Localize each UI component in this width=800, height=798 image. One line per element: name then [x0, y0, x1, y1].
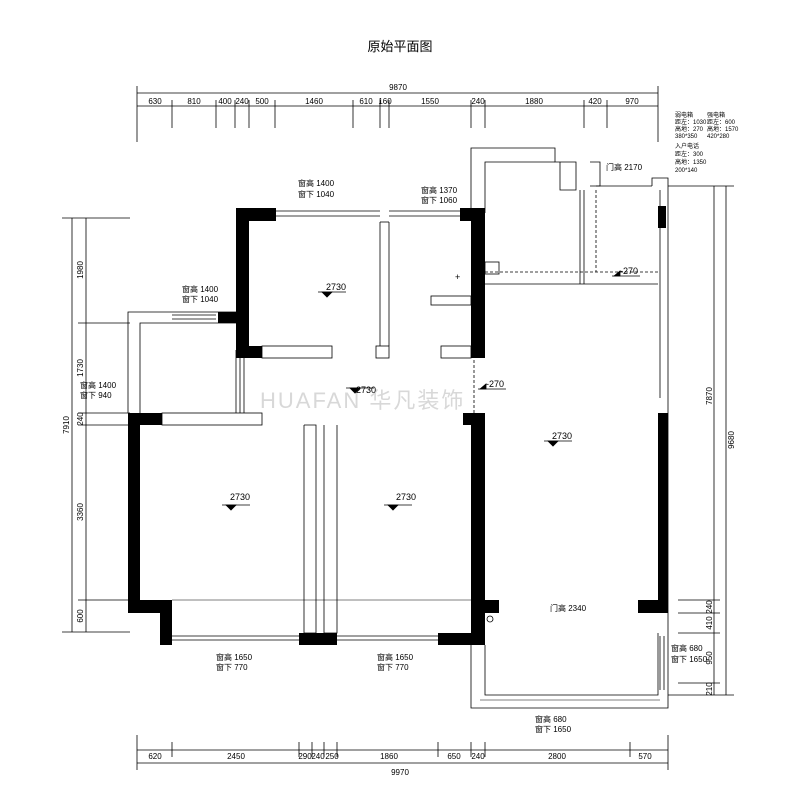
dim-label: 410	[705, 616, 714, 630]
dim-label: 600	[76, 609, 85, 623]
dim-label: 290	[298, 752, 312, 761]
top-total-dim: 9870	[389, 83, 407, 92]
dim-label: 240	[76, 412, 85, 426]
note-line: 入户电话	[675, 142, 699, 150]
height-mark	[612, 270, 640, 277]
window-height: 窗高 1650	[377, 652, 414, 662]
bottom-segment-labels: 620 2450 290 240 250 1860 650 240 2800 5…	[148, 752, 652, 761]
dim-label: 160	[378, 97, 392, 106]
dim-label: 210	[705, 682, 714, 696]
window-height: 窗高 1400	[182, 284, 219, 294]
dim-label: 2450	[227, 752, 245, 761]
ceiling-height: 2730	[552, 431, 572, 441]
ceiling-height: 2730	[326, 282, 346, 292]
dim-label: 810	[187, 97, 201, 106]
dim-label: 1460	[305, 97, 323, 106]
dim-label: 2800	[548, 752, 566, 761]
dim-label: 1550	[421, 97, 439, 106]
dim-label: 3360	[76, 503, 85, 521]
window-sill: 窗下 940	[80, 390, 112, 400]
top-segment-labels: 630 810 400 240 500 1460 610 160 1550 24…	[148, 97, 639, 106]
dim-label: 500	[255, 97, 269, 106]
level-mark: -270	[486, 379, 504, 389]
note-line: 距左：600	[707, 118, 736, 126]
walls	[128, 206, 668, 645]
ceiling-height: 2730	[230, 492, 250, 502]
dim-label: 630	[148, 97, 162, 106]
ceiling-height: 2730	[356, 385, 376, 395]
dim-label: 1860	[380, 752, 398, 761]
right-inner-dim: 7870	[705, 387, 714, 405]
window-sill: 窗下 1650	[671, 654, 708, 664]
note-line: 高地：1570	[707, 125, 739, 133]
height-mark	[544, 440, 572, 447]
dim-label: 240	[235, 97, 249, 106]
ceiling-height: 2730	[396, 492, 416, 502]
dim-label: 240	[705, 600, 714, 614]
note-line: 高地：1350	[675, 158, 707, 166]
window-labels: 窗高 1400 窗下 1040 窗高 1370 窗下 1060 窗高 1400 …	[80, 178, 708, 734]
window-height: 窗高 680	[671, 643, 703, 653]
plan-title: 原始平面图	[367, 39, 433, 54]
height-mark	[318, 291, 346, 298]
door-height: 门高 2340	[550, 603, 587, 613]
window-height: 窗高 1400	[80, 380, 117, 390]
note-line: 200*140	[675, 168, 698, 174]
plus-mark: +	[455, 272, 460, 282]
electrical-notes: 弱电箱 距左：1030 高地：270 380*350 强电箱 距左：600 高地…	[675, 111, 739, 174]
note-line: 380*350	[675, 134, 698, 140]
window-sill: 窗下 770	[216, 662, 248, 672]
window-sill: 窗下 1060	[421, 195, 458, 205]
dim-label: 1730	[76, 359, 85, 377]
note-line: 强电箱	[707, 111, 725, 119]
window-height: 窗高 680	[535, 714, 567, 724]
top-dimension-chain	[136, 86, 659, 142]
bottom-dimension-chain	[136, 735, 669, 770]
left-total-dim: 7910	[62, 416, 71, 434]
dim-label: 620	[148, 752, 162, 761]
dim-label: 970	[625, 97, 639, 106]
dim-label: 240	[471, 97, 485, 106]
dim-label: 570	[638, 752, 652, 761]
left-segment-labels: 1980 1730 240 3360 600	[76, 261, 85, 623]
note-line: 420*280	[707, 134, 730, 140]
window-height: 窗高 1650	[216, 652, 253, 662]
door-height: 门高 2170	[606, 162, 643, 172]
note-line: 弱电箱	[675, 111, 693, 119]
right-segment-labels: 240 410 950 210	[705, 600, 714, 696]
left-dimension-chain	[62, 217, 130, 633]
note-line: 距左：1030	[675, 118, 707, 126]
note-line: 高地：270	[675, 125, 704, 133]
dim-label: 420	[588, 97, 602, 106]
dim-label: 1880	[525, 97, 543, 106]
right-total-dim: 9680	[727, 431, 736, 449]
window-sill: 窗下 1650	[535, 724, 572, 734]
window-sill: 窗下 1040	[182, 294, 219, 304]
thin-outlines	[127, 147, 669, 709]
dim-label: 950	[705, 651, 714, 665]
level-mark: -270	[620, 266, 638, 276]
window-height: 窗高 1370	[421, 185, 458, 195]
height-mark	[346, 387, 374, 394]
dim-label: 1980	[76, 261, 85, 279]
dim-label: 400	[218, 97, 232, 106]
watermark: HUAFAN 华凡装饰	[260, 388, 465, 413]
ceiling-height-marks	[222, 270, 640, 511]
height-mark	[222, 504, 250, 511]
window-sill: 窗下 1040	[298, 189, 335, 199]
height-mark	[478, 383, 506, 390]
bottom-total-dim: 9970	[391, 768, 409, 777]
dim-label: 610	[359, 97, 373, 106]
window-height: 窗高 1400	[298, 178, 335, 188]
dim-label: 650	[447, 752, 461, 761]
dim-label: 240	[471, 752, 485, 761]
height-mark	[384, 504, 412, 511]
dim-label: 250	[325, 752, 339, 761]
note-line: 距左：300	[675, 150, 704, 158]
window-sill: 窗下 770	[377, 662, 409, 672]
right-dimension-chain	[668, 185, 734, 696]
dim-label: 240	[311, 752, 325, 761]
